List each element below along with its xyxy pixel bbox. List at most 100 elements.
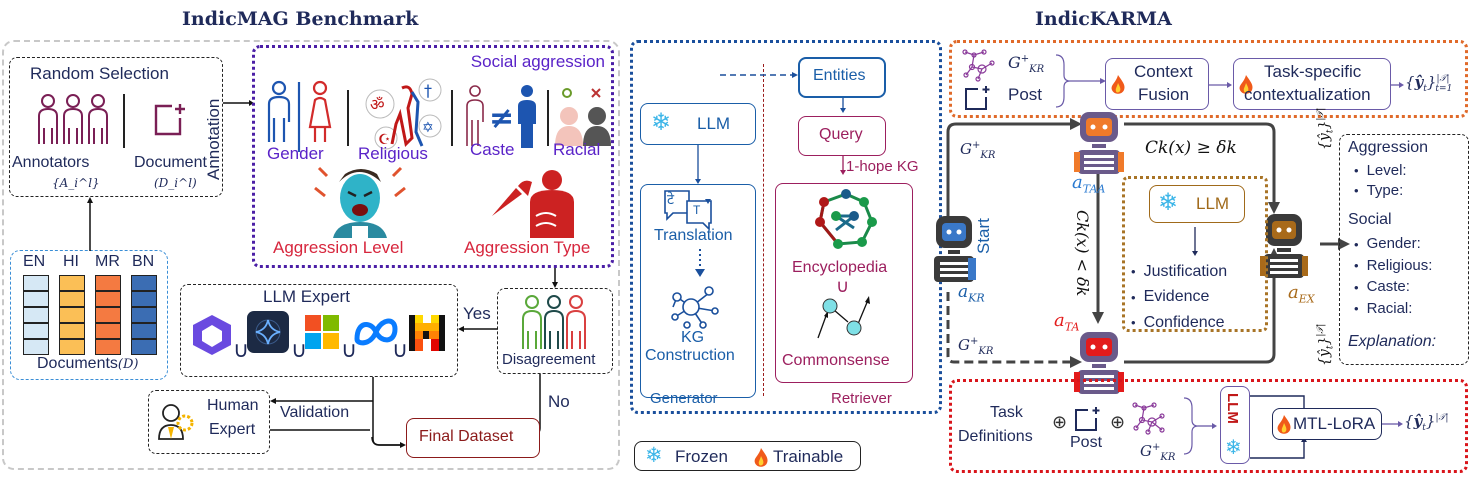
document-cell-mr	[95, 307, 121, 323]
oplus-symbol: ⊕	[1110, 412, 1126, 432]
fire-icon	[1111, 75, 1125, 94]
random-selection-title: Random Selection	[30, 64, 169, 83]
divider	[451, 90, 453, 146]
edge-cond-lt: Ck(x) < δk	[1073, 210, 1092, 297]
document-cell-bn	[131, 339, 157, 355]
agent-ta-label: aTA	[1054, 310, 1080, 334]
lang-en-label: EN	[23, 253, 46, 270]
agent-taa-label: aTAA	[1072, 172, 1106, 196]
final-dataset-label: Final Dataset	[419, 428, 514, 445]
lang-mr-label: MR	[95, 253, 120, 270]
top-brace-arrow	[1055, 54, 1106, 108]
gemini-logo-icon	[247, 311, 289, 353]
benchmark-title: IndicMAG Benchmark	[182, 8, 419, 30]
kg-construction-icon	[671, 286, 719, 329]
documents-math: (D)	[117, 357, 139, 372]
translation-glyph-latin: T	[693, 203, 701, 217]
output-field: Level:	[1354, 161, 1407, 181]
llm-expert-box: LLM Expert ∪ ∪ ∪ ∪	[180, 284, 458, 377]
document-cell-hi	[59, 323, 85, 339]
fire-icon	[1239, 75, 1253, 94]
microsoft-logo-icon	[305, 315, 339, 349]
output-field: Caste:	[1354, 276, 1432, 298]
mtl-lora-panel: Task Definitions ⊕ Post ⊕ G+KR LLM ❄ MTL…	[949, 379, 1468, 473]
output-aggression-heading: Aggression	[1348, 139, 1429, 156]
agent-ta-robot-icon	[1074, 332, 1124, 394]
entities-to-query-arrow	[840, 98, 846, 113]
meta-logo-icon	[354, 318, 398, 346]
human-expert-box: Human Expert	[148, 390, 270, 454]
document-cell-bn	[131, 323, 157, 339]
output-social-heading: Social	[1348, 211, 1392, 228]
document-cell-en	[23, 291, 49, 307]
final-dataset-box: Final Dataset	[406, 418, 540, 458]
explainer-item: Justification	[1131, 259, 1228, 284]
validation-label: Validation	[280, 404, 350, 421]
explainer-llm-label: LLM	[1196, 194, 1230, 213]
generator-retriever-divider	[763, 64, 764, 396]
agent-kr-label: aKR	[958, 282, 985, 305]
document-cell-hi	[59, 339, 85, 355]
aggression-level-icon	[314, 166, 406, 238]
disagreement-icon	[522, 295, 586, 349]
lang-bn-label: BN	[132, 253, 155, 270]
task-specific-box[interactable]: Task-specific contextualization	[1233, 58, 1391, 110]
social-fields: Gender: Religious: Caste: Racial:	[1354, 233, 1433, 319]
snowflake-icon: ❄	[651, 109, 672, 136]
output-field: Religious:	[1354, 255, 1433, 277]
context-label: Context	[1134, 62, 1193, 81]
annotation-label: Annotation	[204, 98, 223, 180]
task-to-output-arrow	[1391, 82, 1404, 88]
yes-label: Yes	[463, 304, 491, 323]
aggression-level-label: Aggression Level	[273, 238, 404, 257]
category-caste: Caste	[470, 140, 515, 159]
generator-llm-box: ❄ LLM	[640, 103, 756, 145]
disagreement-box: Disagreement	[497, 288, 613, 374]
translation-to-kg-arrow	[695, 249, 705, 277]
snowflake-icon: ❄	[1158, 189, 1179, 216]
agent-ex-label: aEX	[1288, 282, 1315, 306]
documents-text: Documents	[37, 355, 118, 372]
definitions-label: Definitions	[958, 428, 1033, 445]
bottom-gkr-label: G+KR	[1140, 442, 1176, 463]
output-explanation: Explanation:	[1348, 333, 1437, 350]
svg-text:☪: ☪	[378, 132, 391, 148]
task-specific-label: Task-specific	[1264, 62, 1362, 81]
context-fusion-box[interactable]: Context Fusion	[1105, 58, 1209, 110]
mtl-lora-box[interactable]: MTL-LoRA	[1272, 408, 1382, 440]
llm-to-items-arrow	[1192, 227, 1198, 256]
document-cell-mr	[95, 323, 121, 339]
social-to-disagreement-arrow	[552, 268, 558, 288]
entities-dashed-arrow	[720, 72, 798, 78]
union-symbol: ∪	[233, 337, 250, 362]
document-cell-mr	[95, 275, 121, 291]
expert-label: Expert	[209, 421, 256, 438]
entities-label: Entities	[813, 67, 866, 84]
document-cell-hi	[59, 291, 85, 307]
llm-expert-title: LLM Expert	[263, 287, 350, 306]
translation-label: Translation	[654, 227, 733, 244]
llm-to-translation-arrow	[695, 145, 701, 184]
start-label: Start	[974, 218, 993, 254]
document-math: (D_i^l)	[154, 176, 197, 190]
explainer-llm-box: ❄ LLM	[1149, 185, 1245, 223]
query-box: Query	[798, 116, 886, 156]
commonsense-label: Commonsense	[782, 352, 890, 369]
legend-frozen: Frozen	[675, 447, 728, 466]
human-expert-icon	[158, 404, 194, 440]
divider	[547, 90, 549, 146]
svg-text:†: †	[424, 81, 432, 100]
random-selection-box: Random Selection Annotators Document {A_…	[9, 57, 223, 197]
to-final-arrow	[371, 436, 406, 448]
context-fusion-panel: G+KR Post Context Fusion Task-specific c…	[949, 40, 1468, 118]
social-aggression-title: Social aggression	[470, 52, 605, 71]
bottom-post-label: Post	[1070, 434, 1103, 451]
agent-taa-robot-icon	[1074, 112, 1124, 174]
category-racial: Racial	[553, 140, 601, 159]
bottom-llm-label: LLM	[1224, 393, 1241, 424]
document-cell-en	[23, 275, 49, 291]
edge-gkr-bottom: G+KR	[958, 336, 994, 357]
documents-box: EN HI MR BN Documents(D)	[10, 250, 168, 380]
svg-text:✡: ✡	[422, 120, 434, 136]
document-cell-mr	[95, 291, 121, 307]
